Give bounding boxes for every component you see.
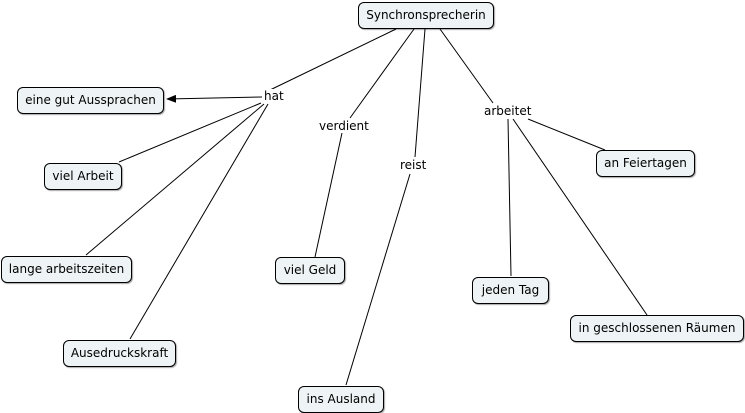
- link-reist: reist: [399, 158, 428, 172]
- line-arbeitet-feiertage: [527, 118, 606, 151]
- line-root-arbeitet: [439, 28, 494, 104]
- line-root-hat: [269, 28, 397, 91]
- line-hat-aussprachen: [166, 94, 263, 103]
- link-arbeitet: arbeitet: [483, 104, 533, 118]
- line-hat-arbeitszeiten: [85, 103, 265, 256]
- concept-jeden-tag[interactable]: jeden Tag: [472, 277, 549, 304]
- concept-ausdruckskraft[interactable]: Ausedruckskraft: [63, 340, 176, 367]
- line-root-reist: [414, 28, 426, 158]
- concept-viel-geld[interactable]: viel Geld: [275, 257, 345, 284]
- line-root-verdient: [349, 28, 415, 119]
- link-verdient: verdient: [318, 119, 370, 133]
- line-hat-arbeit: [118, 102, 262, 163]
- line-verdient-geld: [314, 132, 343, 258]
- line-reist-ausland: [345, 173, 411, 386]
- link-hat: hat: [263, 89, 285, 103]
- line-arbeitet-jedentag: [507, 118, 512, 277]
- concept-geschlossenen-raeumen[interactable]: in geschlossenen Räumen: [570, 315, 744, 342]
- concept-root[interactable]: Synchronsprecherin: [358, 2, 494, 29]
- concept-viel-arbeit[interactable]: viel Arbeit: [44, 163, 122, 190]
- concept-aussprachen[interactable]: eine gut Aussprachen: [17, 87, 164, 114]
- line-hat-ausdruck: [129, 103, 269, 340]
- concept-ins-ausland[interactable]: ins Ausland: [298, 386, 384, 413]
- concept-arbeitszeiten[interactable]: lange arbeitszeiten: [1, 256, 132, 283]
- concept-an-feiertagen[interactable]: an Feiertagen: [596, 150, 695, 177]
- line-arbeitet-raeume: [512, 118, 648, 316]
